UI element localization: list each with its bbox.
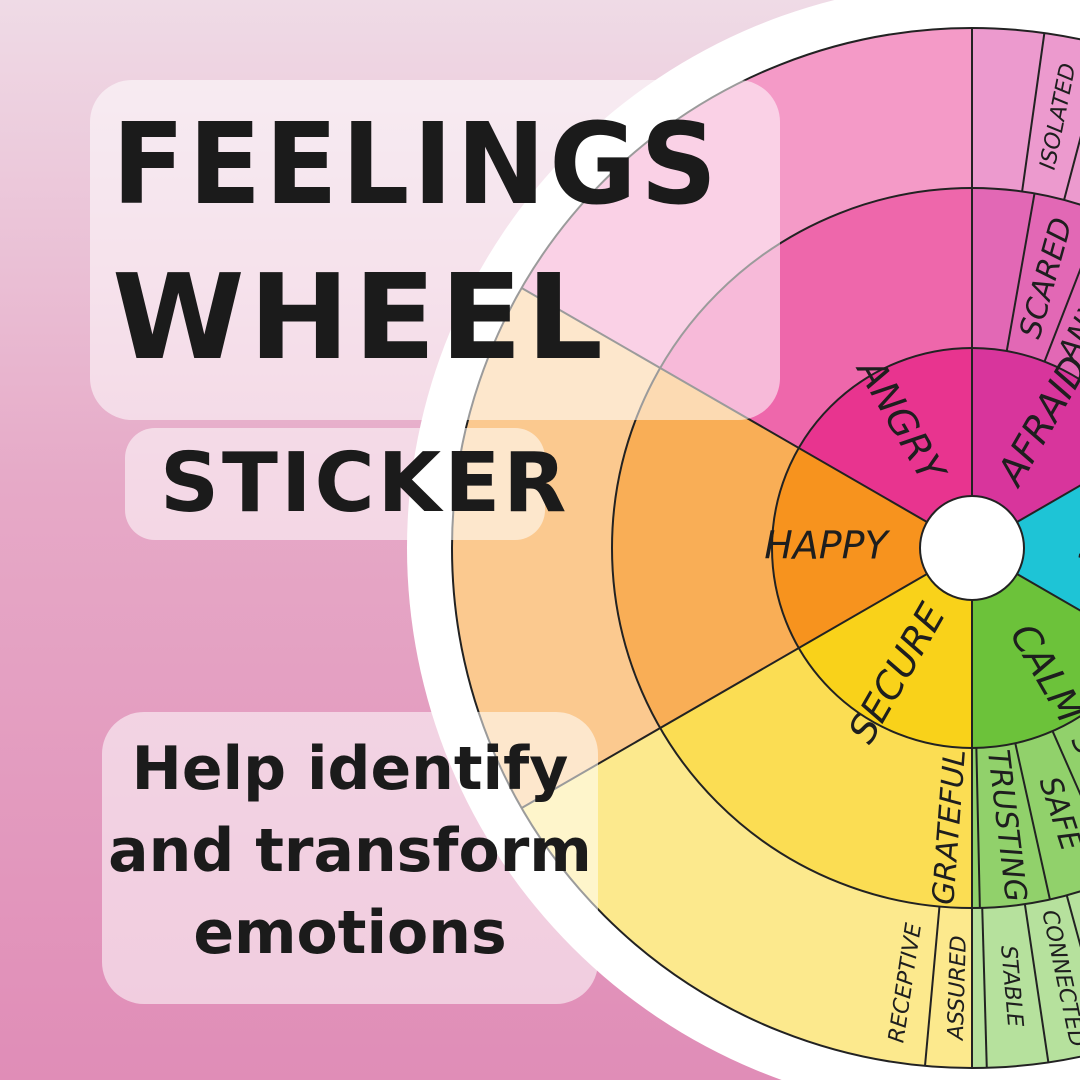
tagline: Help identify and transform emotions [108,728,592,974]
title-panel [90,80,780,420]
middle-ring-divider [1005,193,1036,352]
core-segment-happy [772,448,927,648]
tagline-panel [102,712,598,1004]
core-segment-afraid [972,348,1080,522]
tagline-line-2: and transform [108,816,592,886]
outer-ring-segment [972,891,1080,1068]
subtitle-panel [125,428,545,540]
middle-ring-divider [1014,743,1051,900]
title-wheel: WHEEL [112,248,608,386]
tagline-line-1: Help identify [131,734,569,804]
outer-ring-divider [1063,135,1080,201]
middle-ring-segment [972,716,1080,908]
outer-ring-label: ASSURED [944,935,972,1042]
core-segment-sad [1017,485,1080,611]
middle-ring-segment [612,368,799,728]
outer-ring-divider [924,906,941,1066]
tagline-line-3: emotions [193,898,507,968]
outer-ring-divider [1023,903,1050,1063]
title-feelings: FEELINGS [112,100,721,230]
outer-ring-segment [972,28,1080,205]
middle-ring-segment [972,188,1080,380]
middle-ring-segment [660,648,972,908]
middle-ring-divider [1051,730,1080,796]
core-segment-secure [798,574,972,748]
core-label: HAPPY [764,524,890,568]
outer-ring-divider [1065,895,1080,948]
outer-ring-divider [981,907,988,1068]
middle-ring-divider [975,747,981,908]
core-label: SAD [1078,524,1080,568]
core-segment-angry [798,348,972,522]
middle-ring-divider [1043,267,1080,362]
outer-ring-divider [1021,32,1046,192]
title-sticker: STICKER [160,436,570,531]
core-segment-calm [972,574,1080,748]
outer-ring-segment [521,728,972,1068]
